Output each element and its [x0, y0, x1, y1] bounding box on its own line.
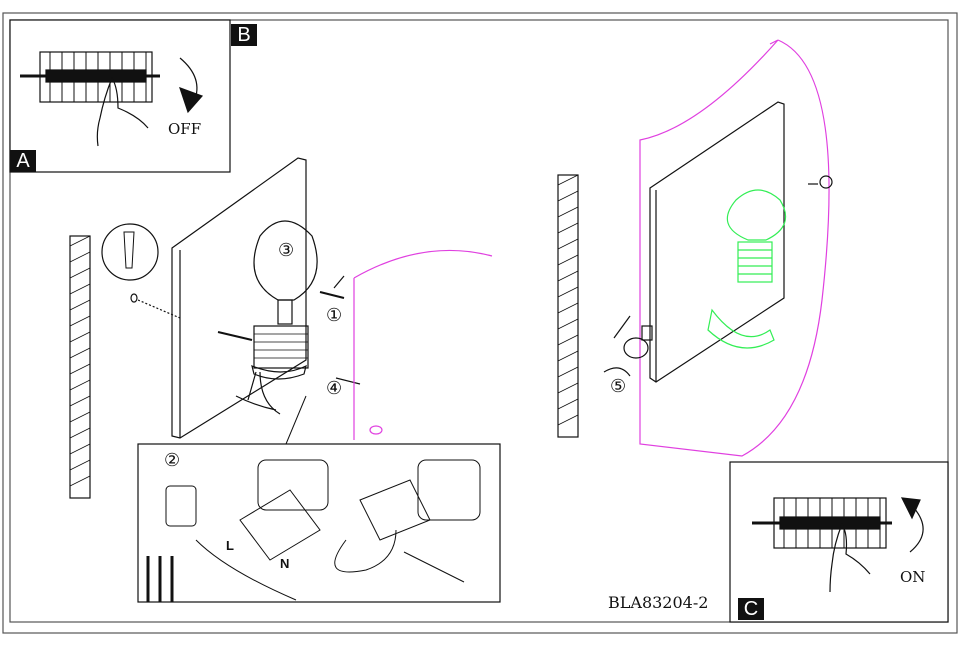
wall-plug-callout — [101, 223, 159, 281]
wall-right — [557, 174, 579, 438]
hand-icon-c — [829, 523, 871, 593]
backplate-right — [649, 101, 785, 383]
inner-frame — [9, 19, 949, 623]
outer-frame — [2, 12, 958, 634]
wall-left — [69, 235, 91, 499]
neutral-wire-label: N — [280, 556, 290, 571]
arrow-off-head — [179, 87, 204, 114]
lamp-holder-left — [253, 325, 309, 369]
off-text: OFF — [168, 120, 202, 138]
arrow-on-icon — [909, 507, 924, 553]
panel-a-label: A — [10, 150, 36, 172]
shade-right — [639, 39, 830, 457]
model-code: BLA83204-2 — [608, 593, 709, 612]
shade-left — [353, 249, 493, 440]
bulb-right — [707, 189, 787, 349]
breaker-icon-a — [20, 51, 160, 103]
backplate-left — [171, 157, 307, 439]
hand-icon-a — [96, 77, 149, 147]
bulb-left — [253, 220, 318, 301]
on-text: ON — [900, 568, 926, 586]
wiring-detail-drawing — [146, 395, 481, 602]
panel-b-label: B — [231, 24, 257, 46]
step-4: ④ — [326, 378, 343, 399]
wiring-detail-box — [137, 443, 501, 603]
arrow-on-head — [900, 497, 921, 520]
panel-c-label: C — [738, 598, 764, 620]
step-1: ① — [326, 305, 343, 326]
step-3: ③ — [278, 240, 295, 261]
step-5: ⑤ — [610, 376, 627, 397]
live-wire-label: L — [226, 538, 234, 553]
breaker-icon-c — [752, 497, 892, 549]
panel-c-box — [729, 461, 949, 623]
step-2: ② — [164, 450, 181, 471]
finial-icon — [623, 175, 833, 359]
